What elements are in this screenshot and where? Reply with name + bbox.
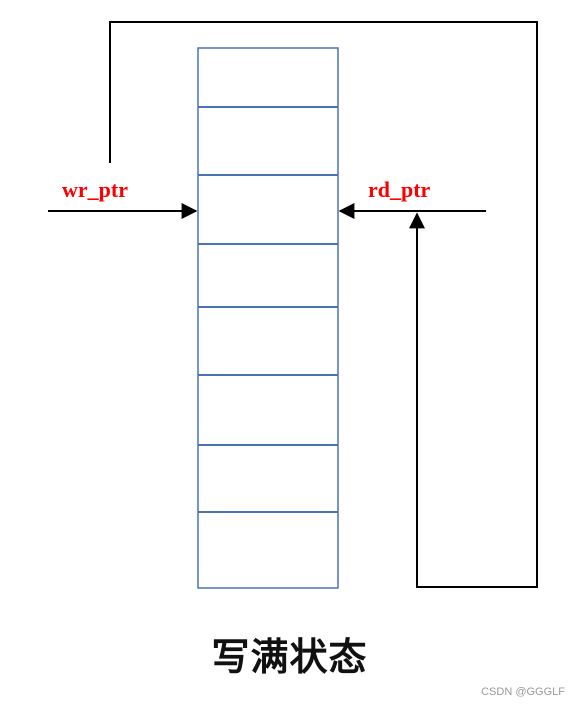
fifo-outline xyxy=(197,47,339,589)
diagram-caption: 写满状态 xyxy=(211,635,368,679)
read-pointer-label: rd_ptr xyxy=(368,177,431,202)
write-pointer-label: wr_ptr xyxy=(62,177,128,202)
source-watermark: CSDN @GGGLF xyxy=(481,686,565,698)
wrap-around-connector xyxy=(109,21,538,588)
fifo-memory-block xyxy=(197,47,339,589)
